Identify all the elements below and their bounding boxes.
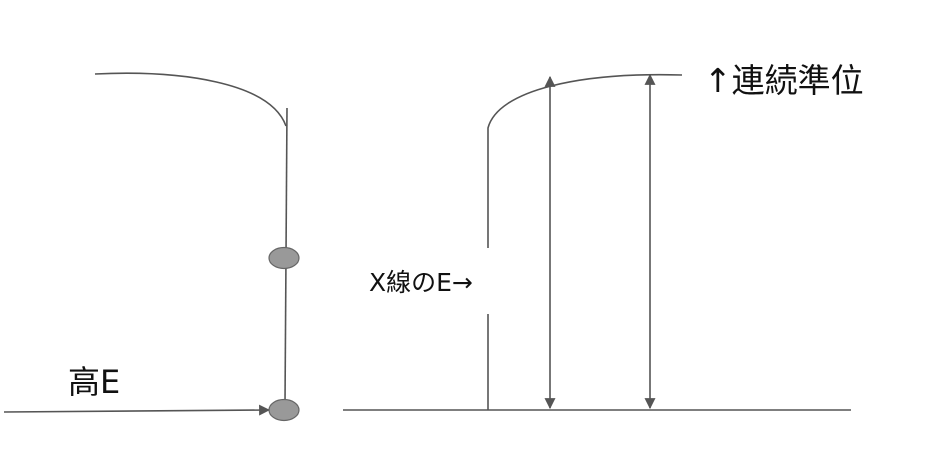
right-continuum-curve: [487, 73, 683, 248]
electron-upper: [268, 246, 300, 270]
left-continuum-curve: [94, 72, 287, 127]
xray-energy-label: X線のE→: [369, 268, 473, 297]
electron-lower: [268, 398, 300, 422]
continuum-level-label: ↑連続準位: [704, 61, 864, 100]
high-energy-label: 高E: [68, 363, 121, 401]
incoming-arrow: [3, 404, 271, 416]
